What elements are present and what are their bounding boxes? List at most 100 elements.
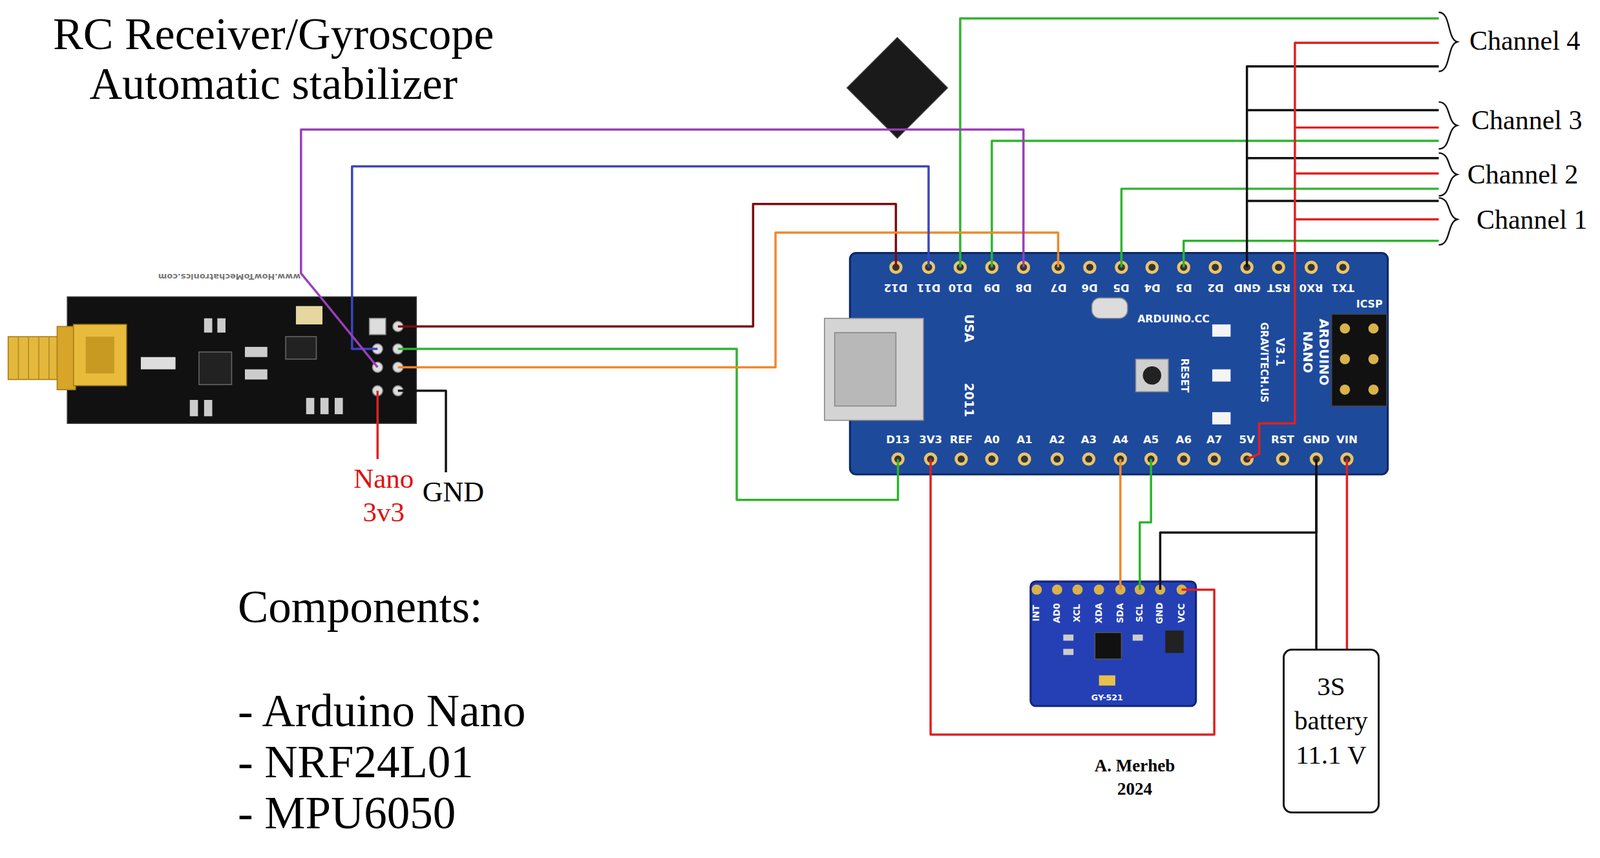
arduino-board-art [834,332,897,407]
components-heading: Components: [237,581,483,633]
arduino-board-art [1368,354,1379,365]
wires-static [398,325,417,328]
board-marking: NANO [1300,330,1314,373]
pin-label: D6 [1081,282,1098,294]
component-item: - NRF24L01 [237,736,474,788]
arduino-board-art [1178,454,1190,465]
pin-label: D11 [916,282,941,294]
diagram-title: RC Receiver/Gyroscope Automatic stabiliz… [44,9,502,109]
battery-text: 3S battery 11.1 V [1284,650,1378,779]
channel-brace [1438,12,1457,72]
pin-label: D2 [1207,282,1224,294]
mpu-board-art [1052,584,1063,596]
wires-static [1149,459,1152,475]
wire [416,348,898,501]
nrf-module-art [18,336,20,380]
wires-static [1057,253,1060,268]
arduino-board-art [1084,262,1096,273]
wires-static [1121,188,1439,268]
pin-label: D12 [884,282,908,294]
arduino-board-art [1083,454,1095,465]
wire [1346,474,1349,649]
wire [416,204,896,327]
board-marking: 2011 [963,383,976,418]
arduino-board-art [986,454,998,465]
pin-label: A1 [1016,434,1032,446]
component-item: - Arduino Nano [237,685,527,737]
wires-static [894,253,897,268]
board-marking: ARDUINO.CC [1137,314,1210,325]
mpu-board-art [1030,581,1197,707]
nrf-module-art [38,336,40,380]
pin-label: GND [1156,602,1165,624]
wires-static [1294,126,1440,129]
wire [1139,474,1151,582]
nrf-module-art [56,326,75,390]
nrf-module-art [320,398,329,415]
nrf-module-art [140,357,176,370]
wires-static [1247,157,1440,159]
arduino-board-art [1212,412,1231,425]
arduino-board-art [824,37,1389,475]
pin-label: REF [949,434,973,446]
board-marking: ICSP [1356,299,1383,310]
wires-static [960,18,1440,267]
channel-brace [1438,153,1457,196]
channel-brace [1438,197,1457,245]
wires-static [1346,459,1348,475]
pin-label: VCC [1177,603,1186,623]
wire [930,474,1215,735]
pin-label: VIN [1336,434,1358,446]
pin-label: RX0 [1299,282,1324,294]
mpu-board-art [1094,632,1122,660]
mpu-board-art [1063,648,1074,655]
nrf-module-art [73,324,127,386]
wires-static [1247,42,1440,459]
arduino-board-art [1331,314,1387,406]
nrf-module-art [204,318,213,333]
nrf-module-art [8,297,417,424]
wire [1315,474,1318,649]
pin-label: A7 [1206,434,1222,446]
nrf24l01-module: www.HowToMechatronics.com [67,297,417,424]
pin-label: D5 [1113,282,1130,294]
wires-static [896,459,899,475]
wires-static [1119,459,1122,475]
arduino-board-art [1277,454,1288,465]
pin-label: D3 [1175,282,1192,294]
nrf-module-art [85,336,115,374]
channel-label: Channel 3 [1471,103,1582,137]
wires-static [1022,253,1025,268]
pin-label: RST [1271,434,1295,446]
wires-static [320,297,378,368]
arduino-board-art [849,253,1388,475]
mpu-board-art [1031,584,1042,596]
nrf-module-art [204,400,213,417]
pin-label: D9 [983,282,1000,294]
wire [416,232,1058,368]
mpu-board-art [1099,675,1116,686]
mpu-board-art [1132,634,1144,641]
pin-label: INT [1032,604,1042,622]
pin-label: SCL [1135,604,1144,623]
pin-label: A4 [1112,434,1129,446]
wires-static [398,366,417,369]
wires-static [320,18,1440,590]
wires-static [1247,66,1440,268]
watermark: www.HowToMechatronics.com [158,272,301,281]
pin-label: D4 [1143,282,1160,294]
nrf-module-art [217,318,226,333]
arduino-board-art [1339,384,1350,395]
arduino-board-art [1273,262,1285,273]
nrf-module-art [199,352,232,386]
nrf-module-art [8,336,62,380]
pin-label: A6 [1176,434,1192,446]
board-marking: RESET [1178,358,1189,393]
nrf-module-art [189,400,199,417]
arduino-board-art [1092,297,1128,319]
pin-label: A0 [984,434,1000,446]
nrf-module-art [369,318,386,335]
wires-static [1138,581,1141,590]
nrf-module-art [244,369,268,380]
arduino-board-art [846,37,948,139]
